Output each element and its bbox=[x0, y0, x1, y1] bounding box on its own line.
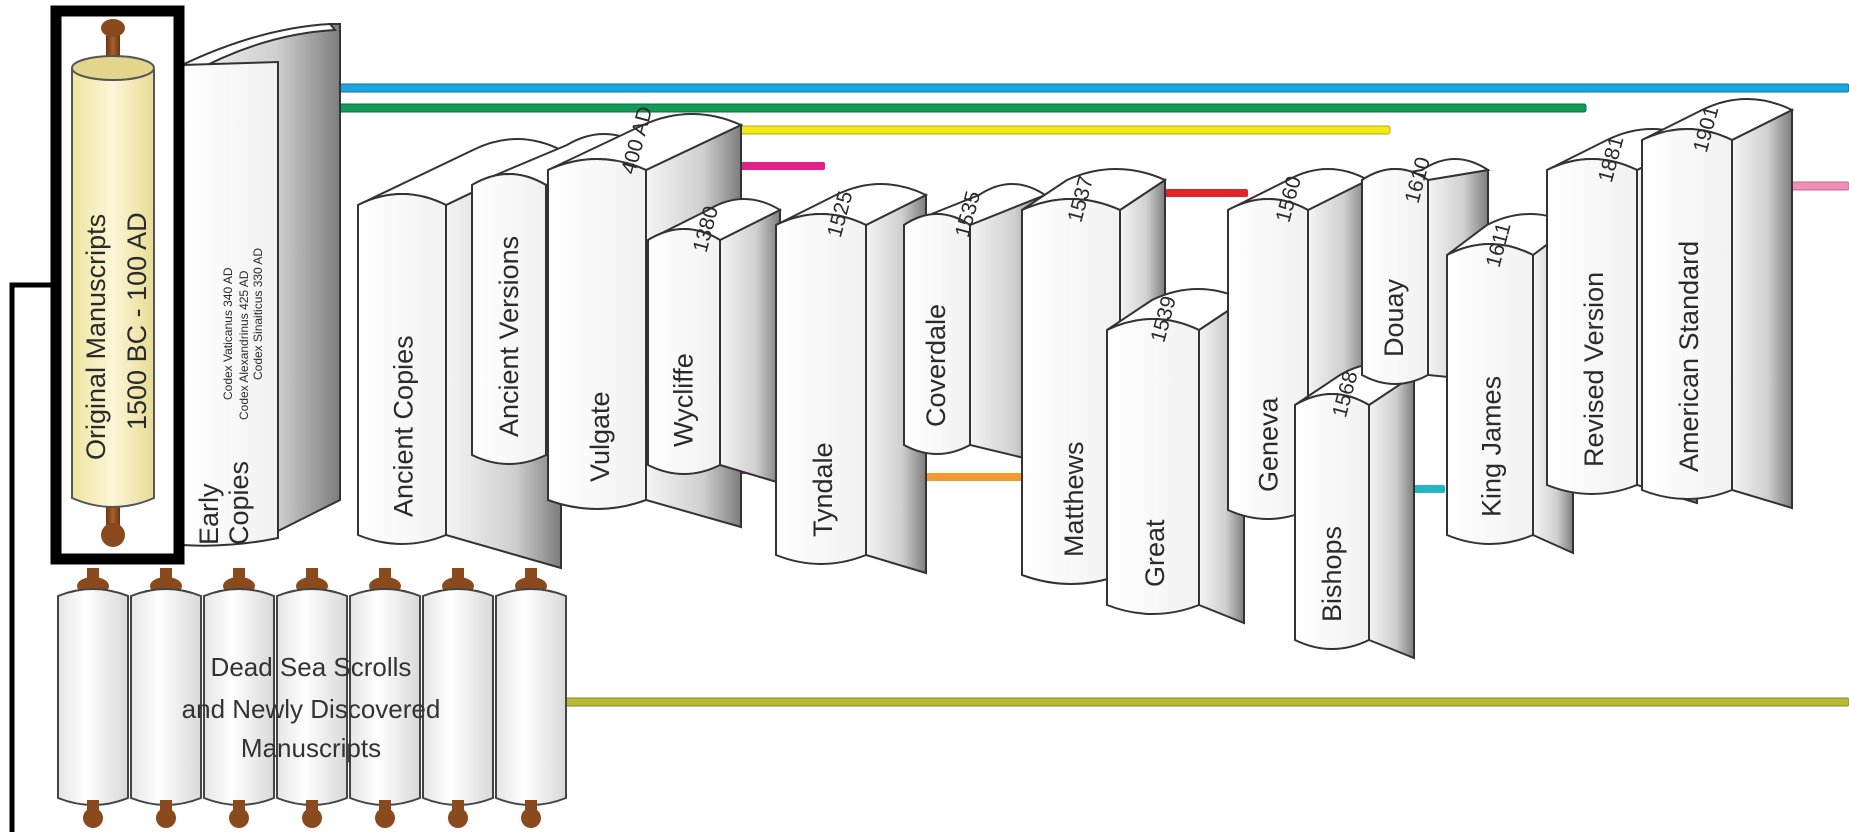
original-manuscripts: Original Manuscripts 1500 BC - 100 AD bbox=[50, 5, 185, 565]
dead-sea-line2: and Newly Discovered bbox=[182, 694, 441, 724]
scroll-roller bbox=[57, 568, 129, 828]
early-copies-label-line1: Early bbox=[194, 483, 224, 545]
scroll-roller bbox=[130, 568, 202, 828]
early-copies-label-line2: Copies bbox=[224, 461, 254, 545]
scroll-roller bbox=[276, 568, 348, 828]
original-dates: 1500 BC - 100 AD bbox=[122, 212, 152, 430]
scroll-roller bbox=[422, 568, 494, 828]
book-spine-label: Tyndale bbox=[808, 442, 838, 537]
codex-alexandrinus: Codex Alexandrinus 425 AD bbox=[237, 270, 251, 420]
connector-blue bbox=[315, 83, 1849, 93]
book-spine-label: Bishops bbox=[1317, 526, 1347, 622]
book-spine-label: Wycliffe bbox=[669, 353, 699, 447]
dead-sea-caption: Dead Sea Scrolls and Newly Discovered Ma… bbox=[182, 652, 441, 763]
lineage-bracket-line bbox=[9, 282, 58, 832]
scroll-roller bbox=[203, 568, 275, 828]
book-spine-label: American Standard bbox=[1674, 241, 1704, 472]
dead-sea-line3: Manuscripts bbox=[241, 733, 381, 763]
book-spine-label: Coverdale bbox=[921, 304, 951, 427]
book-spine-label: Great bbox=[1140, 519, 1170, 587]
scroll-roller bbox=[349, 568, 421, 828]
book-spine-label: Ancient Copies bbox=[389, 335, 419, 517]
book-spine-label: Matthews bbox=[1059, 441, 1089, 557]
codex-sinaiticus: Codex Sinaiticus 330 AD bbox=[251, 248, 265, 380]
codex-vaticanus: Codex Vaticanus 340 AD bbox=[221, 267, 235, 400]
scroll-roller bbox=[495, 568, 567, 828]
book-spine-label: Ancient Versions bbox=[494, 236, 524, 437]
connector-yellow bbox=[699, 125, 1391, 135]
dead-sea-line1: Dead Sea Scrolls bbox=[211, 652, 412, 682]
book-spine-label: King James bbox=[1476, 376, 1506, 517]
original-title: Original Manuscripts bbox=[81, 214, 111, 460]
connector-green bbox=[315, 103, 1587, 113]
connector-red bbox=[1160, 189, 1248, 197]
book-spine-label: Vulgate bbox=[585, 391, 615, 482]
book-spine-label: Geneva bbox=[1254, 396, 1284, 492]
book-spine-label: Douay bbox=[1379, 278, 1409, 357]
dead-sea-scrolls bbox=[57, 568, 567, 828]
book-spine-label: Revised Version bbox=[1579, 272, 1609, 467]
connector-olive bbox=[564, 697, 1849, 707]
book-early-copies: Codex Alexandrinus 425 AD Codex Vaticanu… bbox=[180, 22, 341, 547]
